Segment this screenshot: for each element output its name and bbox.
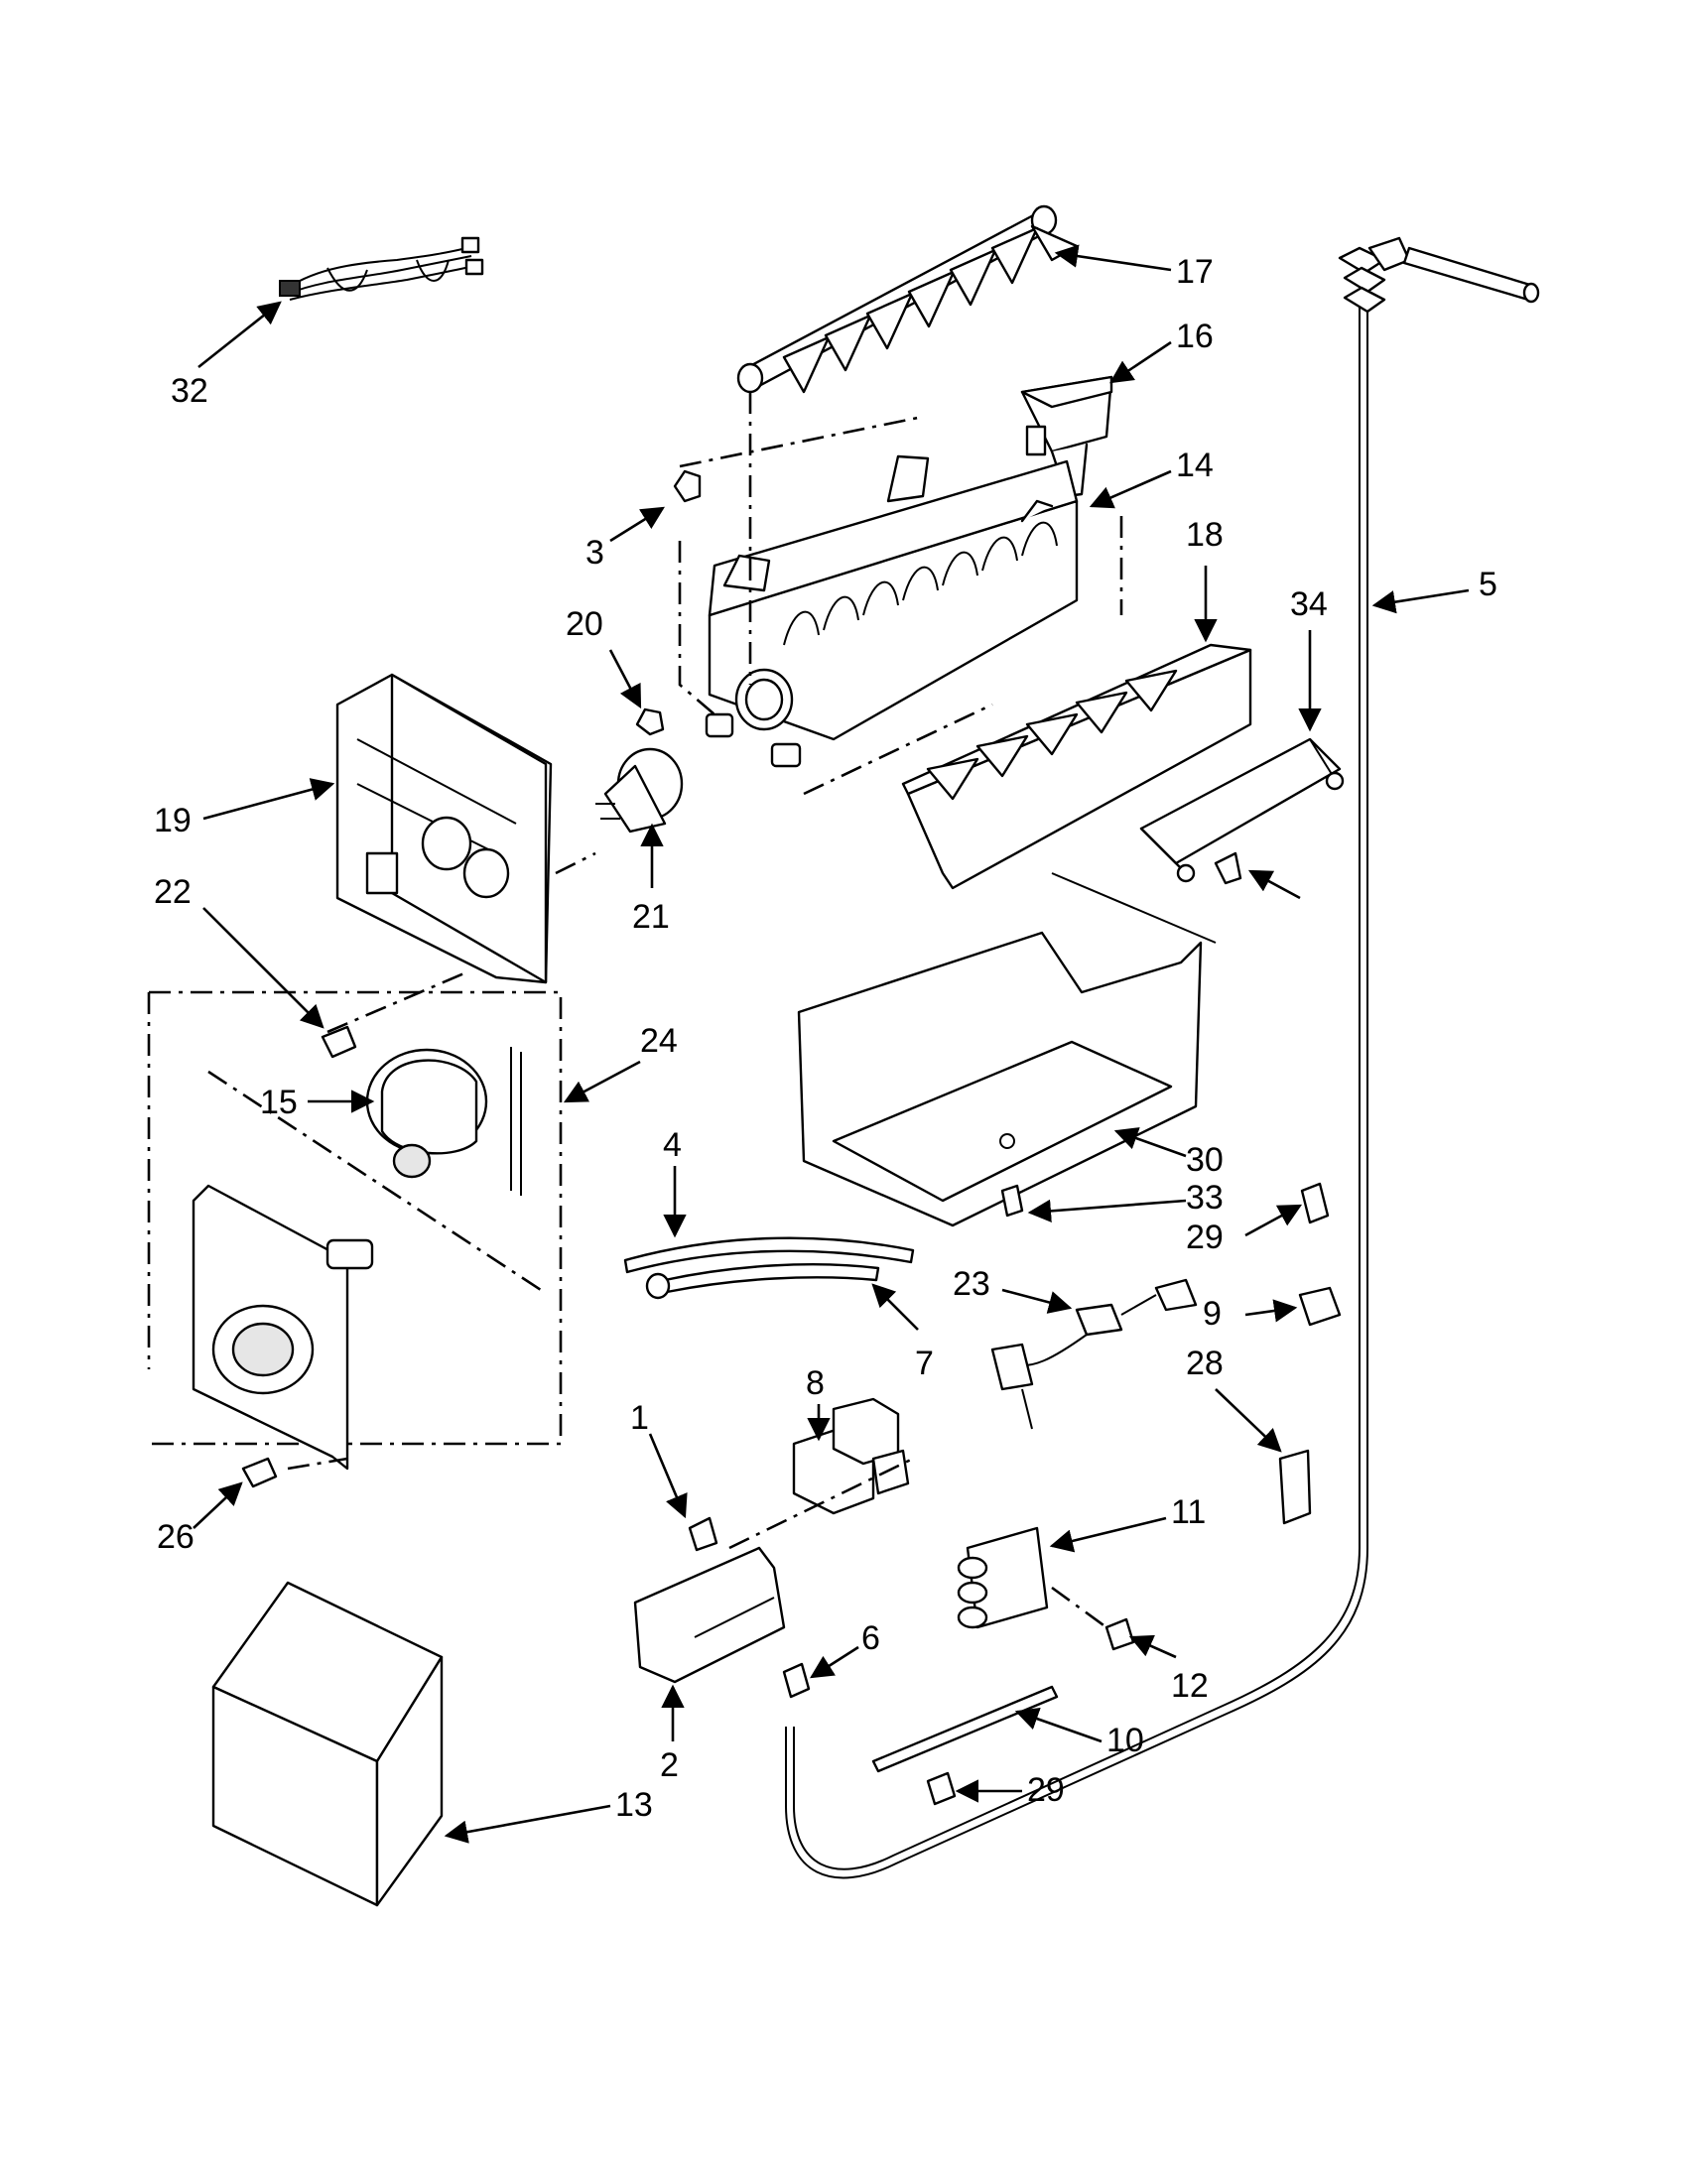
leader-29a [1244,1204,1303,1237]
leader-16 [1109,340,1172,384]
callout-5: 5 [1479,566,1497,603]
leader-32 [1027,1199,1187,1223]
callout-3: 3 [585,534,604,572]
leader-26 [563,1060,641,1103]
motor-assembly-part-26 [147,990,563,1446]
callout-2: 2 [660,1746,679,1784]
bracket-part-2 [633,1546,786,1684]
leader-19 [202,778,335,821]
leader-1 [648,1433,688,1519]
wire-harness-part-31 [279,236,484,301]
callout-10: 10 [1106,1722,1144,1759]
callout-26: 24 [640,1022,678,1060]
callout-11: 11 [1171,1493,1206,1531]
callout-29b: 29 [1027,1771,1065,1809]
callout-23: 23 [953,1265,990,1303]
clip-part-3 [673,469,702,503]
harness-part-23 [990,1278,1198,1430]
callout-18: 18 [1186,516,1224,554]
leader-14 [1089,469,1172,509]
leader-20 [608,649,642,709]
callout-15: 15 [260,1084,298,1121]
callout-9: 9 [1203,1295,1222,1333]
leader-23 [1001,1288,1073,1314]
leader-10 [1014,1707,1103,1743]
motor-plate [192,1184,374,1471]
callout-21: 21 [632,898,670,936]
bin-support-part-30 [797,872,1217,1227]
screw-part-29-lower [926,1771,957,1806]
thermostat-part-21 [595,747,684,834]
screw-part-12 [1104,1617,1135,1651]
ice-mold-part-14 [705,454,1079,768]
callout-22: 22 [154,873,192,911]
leader-22 [202,907,324,1029]
bracket-part-33 [1139,737,1345,883]
rod-part-10 [871,1685,1059,1773]
callout-8: 8 [806,1364,825,1402]
screw-part-6 [782,1662,811,1699]
leader-31 [197,301,282,369]
leader-12 [1128,1634,1177,1659]
callout-1: 1 [630,1399,649,1437]
control-housing-part-19 [335,673,553,984]
callout-19: 19 [154,802,192,839]
callout-labels: 32 17 16 14 18 3 5 34 20 19 21 22 24 15 … [154,253,1497,1824]
leader-13 [444,1804,611,1844]
tube-part-4 [623,1236,915,1274]
screw-part-24 [241,1457,278,1488]
callout-24: 26 [157,1518,195,1556]
screw-part-22 [321,1025,357,1059]
leader-28 [1215,1388,1282,1453]
callout-17: 17 [1176,253,1214,291]
leader-34 [1247,869,1301,900]
fill-tube-part-5 [785,236,1540,1879]
leader-6 [810,1645,859,1679]
leader-9 [1244,1299,1298,1323]
leader-arrows [193,244,1470,1844]
callout-7: 7 [915,1345,934,1382]
assembly-lines [207,392,1123,1629]
stripper-part-18 [901,643,1252,890]
callout-20: 20 [566,605,603,643]
callout-12: 12 [1171,1667,1209,1705]
leader-24 [193,1481,243,1529]
callout-6: 6 [861,1619,880,1657]
leader-30 [1113,1127,1187,1158]
tube-part-7 [645,1263,880,1300]
screw-part-29-upper [1300,1182,1330,1224]
ejector-arm-part-17 [736,204,1079,394]
cover-part-13 [211,1581,444,1907]
screw-part-34 [1214,851,1242,885]
motor-part-15 [365,1047,522,1196]
callout-28: 28 [1186,1345,1224,1382]
callout-33: 34 [1290,585,1328,623]
leader-11 [1049,1516,1167,1553]
callout-13: 13 [615,1786,653,1824]
heater-part-11 [957,1526,1049,1629]
callout-16: 16 [1176,318,1214,355]
callout-32: 33 [1186,1179,1224,1217]
callout-29a: 29 [1186,1219,1224,1256]
screw-part-1 [688,1516,718,1552]
water-valve-part-8 [792,1397,910,1515]
callout-30: 30 [1186,1141,1224,1179]
callout-14: 14 [1176,447,1214,484]
bracket-part-28 [1278,1449,1312,1525]
fill-cup-part-16 [1020,375,1113,498]
callout-31: 32 [171,372,208,410]
leader-7 [871,1283,919,1331]
callout-4: 4 [663,1126,682,1164]
screw-part-32 [1000,1184,1024,1218]
clamp-part-9 [1298,1286,1342,1327]
leader-5 [1371,588,1470,614]
leader-17 [1054,244,1172,272]
leader-3 [609,506,665,543]
clip-part-20 [635,707,665,736]
